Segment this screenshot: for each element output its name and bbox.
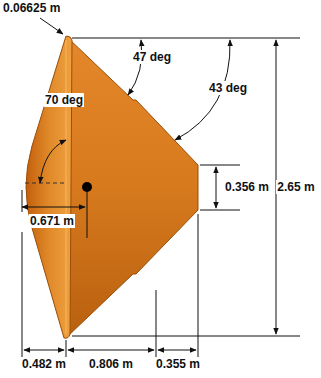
dimension-label: 0.355 m <box>155 357 201 371</box>
dimension-label: 0.356 m <box>224 180 270 194</box>
dimension-label: 0.482 m <box>21 357 67 371</box>
angle-label: 70 deg <box>44 93 84 107</box>
dimension-label: 0.06625 m <box>2 1 61 15</box>
dimension-label: 0.806 m <box>88 357 134 371</box>
dimension-label: 0.671 m <box>29 214 75 228</box>
dimension-label: 2.65 m <box>276 180 315 194</box>
angle-label: 43 deg <box>208 81 248 95</box>
angle-label: 47 deg <box>132 50 172 64</box>
